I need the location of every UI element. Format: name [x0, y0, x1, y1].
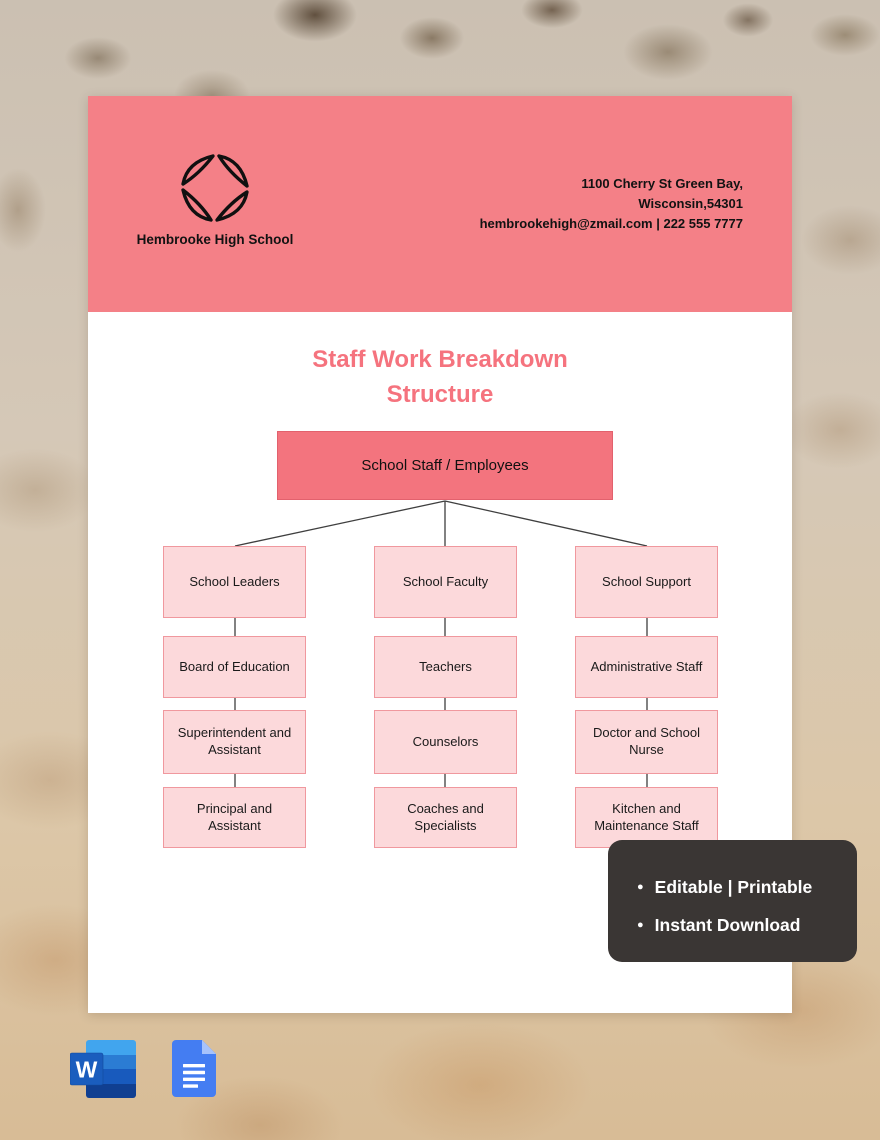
org-node-principal: Principal and Assistant [163, 787, 306, 848]
bullet-icon: ● [637, 881, 644, 893]
org-node-teachers: Teachers [374, 636, 517, 698]
ms-word-icon[interactable]: W [70, 1040, 136, 1098]
org-node-superintendent: Superintendent and Assistant [163, 710, 306, 774]
promo-feature-label: Instant Download [654, 914, 801, 935]
org-node-kitchen-maintenance: Kitchen and Maintenance Staff [575, 787, 718, 848]
document-page: Hembrooke High School 1100 Cherry St Gre… [88, 96, 792, 1013]
promo-feature-editable-printable: ● Editable | Printable [637, 877, 847, 898]
org-node-root: School Staff / Employees [277, 431, 613, 500]
school-logo-icon [181, 154, 249, 222]
promo-feature-label: Editable | Printable [654, 876, 813, 897]
google-docs-icon[interactable] [172, 1040, 216, 1097]
org-node-board-of-education: Board of Education [163, 636, 306, 698]
org-node-counselors: Counselors [374, 710, 517, 774]
letterhead: Hembrooke High School 1100 Cherry St Gre… [88, 96, 792, 312]
org-node-coaches: Coaches and Specialists [374, 787, 517, 848]
org-node-school-faculty: School Faculty [374, 546, 517, 618]
school-name: Hembrooke High School [136, 232, 294, 247]
contact-address-line2: Wisconsin,54301 [638, 196, 743, 211]
bullet-icon: ● [637, 919, 644, 931]
contact-email-phone: hembrookehigh@zmail.com | 222 555 7777 [479, 216, 743, 231]
org-node-school-support: School Support [575, 546, 718, 618]
page-title: Staff Work Breakdown Structure [312, 346, 568, 408]
contact-block: 1100 Cherry St Green Bay, Wisconsin,5430… [480, 174, 743, 234]
promo-badge: ● Editable | Printable ● Instant Downloa… [608, 840, 857, 962]
contact-address-line1: 1100 Cherry St Green Bay, [581, 176, 743, 191]
org-node-admin-staff: Administrative Staff [575, 636, 718, 698]
org-node-school-leaders: School Leaders [163, 546, 306, 618]
word-letter: W [76, 1057, 98, 1083]
promo-feature-instant-download: ● Instant Download [637, 915, 847, 936]
org-node-doctor-nurse: Doctor and School Nurse [575, 710, 718, 774]
